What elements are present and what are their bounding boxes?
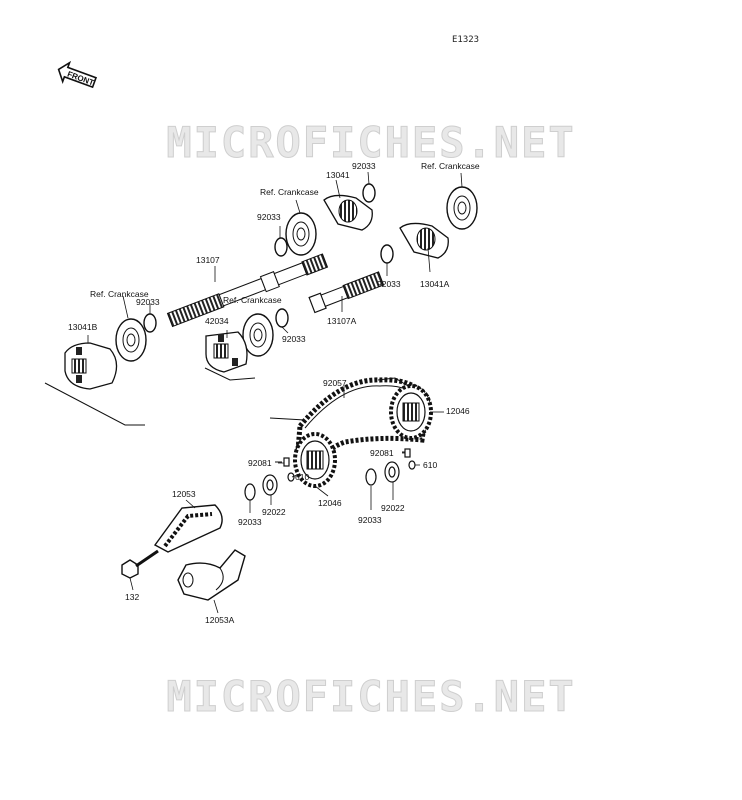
chain-guide-12053 bbox=[153, 504, 223, 553]
hub-13041a bbox=[399, 222, 449, 259]
label-92033-upper-left: 92033 bbox=[257, 212, 281, 222]
front-arrow-icon: FRONT bbox=[57, 60, 98, 89]
watermark-bottom: MICROFICHES.NET bbox=[166, 672, 576, 721]
label-92033-right: 92033 bbox=[377, 279, 401, 289]
leader-lines bbox=[87, 171, 463, 614]
snap-rings bbox=[143, 183, 394, 333]
dog-hub-42034 bbox=[205, 331, 248, 373]
label-92081-right: 92081 bbox=[370, 448, 394, 458]
shaft-13107a bbox=[308, 271, 385, 314]
shaft-13107 bbox=[166, 253, 329, 328]
label-13041b: 13041B bbox=[68, 322, 98, 332]
label-92022-right: 92022 bbox=[381, 503, 405, 513]
label-610-left: 610 bbox=[295, 472, 310, 482]
label-92033-center: 92033 bbox=[282, 334, 306, 344]
label-92022-left: 92022 bbox=[262, 507, 286, 517]
label-92033-lower-right: 92033 bbox=[358, 515, 382, 525]
bearing-left bbox=[115, 318, 147, 362]
label-92033-top: 92033 bbox=[352, 161, 376, 171]
label-13041: 13041 bbox=[326, 170, 350, 180]
label-12053a: 12053A bbox=[205, 615, 235, 625]
label-13041a: 13041A bbox=[420, 279, 450, 289]
label-610-right: 610 bbox=[423, 460, 438, 470]
bolt-132 bbox=[121, 549, 159, 579]
chain-cover-12053a bbox=[177, 549, 246, 601]
watermark-top: MICROFICHES.NET bbox=[166, 118, 576, 167]
label-12046-lower: 12046 bbox=[318, 498, 342, 508]
label-92033-left: 92033 bbox=[136, 297, 160, 307]
label-ref-crankcase-upper: Ref. Crankcase bbox=[260, 187, 319, 197]
label-92033-lower-left: 92033 bbox=[238, 517, 262, 527]
label-13107: 13107 bbox=[196, 255, 220, 265]
label-ref-crankcase-center: Ref. Crankcase bbox=[223, 295, 282, 305]
spacers-and-washers bbox=[244, 448, 416, 501]
label-92057: 92057 bbox=[323, 378, 347, 388]
label-13107a: 13107A bbox=[327, 316, 357, 326]
dog-hub-13041b bbox=[64, 342, 118, 390]
sprocket-upper bbox=[389, 384, 433, 440]
bearing-upper bbox=[285, 212, 317, 256]
hub-13041 bbox=[323, 194, 373, 231]
label-12053: 12053 bbox=[172, 489, 196, 499]
label-42034: 42034 bbox=[205, 316, 229, 326]
bearing-center bbox=[242, 313, 274, 357]
label-ref-crankcase-left: Ref. Crankcase bbox=[90, 289, 149, 299]
label-12046-upper: 12046 bbox=[446, 406, 470, 416]
label-92081-left: 92081 bbox=[248, 458, 272, 468]
label-132: 132 bbox=[125, 592, 140, 602]
diagram-code: E1323 bbox=[452, 35, 480, 45]
bearing-right bbox=[446, 186, 478, 230]
label-ref-crankcase-right: Ref. Crankcase bbox=[421, 161, 480, 171]
